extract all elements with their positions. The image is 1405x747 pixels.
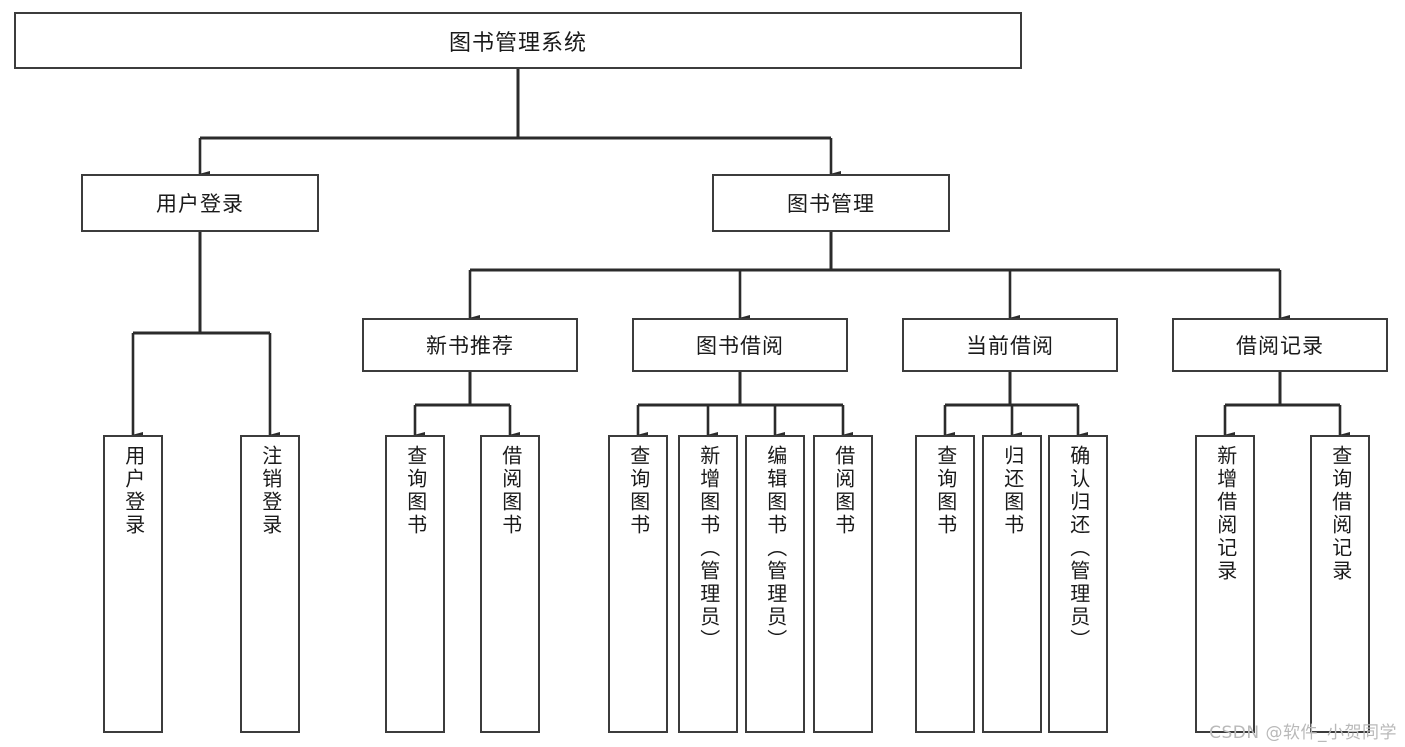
node-leaf-query-borrow-record-label: 查询借阅记录 — [1328, 445, 1353, 583]
node-book-manage[interactable]: 图书管理 — [712, 174, 950, 232]
node-book-borrow[interactable]: 图书借阅 — [632, 318, 848, 372]
node-leaf-confirm-return[interactable]: 确认归还（管理员） — [1048, 435, 1108, 733]
node-current-borrow[interactable]: 当前借阅 — [902, 318, 1118, 372]
node-root-system-label: 图书管理系统 — [448, 30, 587, 56]
node-leaf-query-book-2[interactable]: 查询图书 — [608, 435, 668, 733]
node-book-borrow-label: 图书借阅 — [696, 334, 784, 358]
node-leaf-add-book[interactable]: 新增图书（管理员） — [678, 435, 738, 733]
node-leaf-logout-login-label: 注销登录 — [258, 445, 283, 537]
node-leaf-add-borrow-record-label: 新增借阅记录 — [1213, 445, 1238, 583]
node-leaf-user-login-label: 用户登录 — [121, 445, 146, 537]
node-leaf-confirm-return-label: 确认归还（管理员） — [1066, 445, 1091, 652]
node-leaf-return-book-label: 归还图书 — [1000, 445, 1025, 537]
node-root-system[interactable]: 图书管理系统 — [14, 12, 1022, 69]
node-user-login[interactable]: 用户登录 — [81, 174, 319, 232]
node-leaf-add-book-label: 新增图书（管理员） — [696, 445, 721, 652]
node-leaf-query-book-1-label: 查询图书 — [403, 445, 428, 537]
node-leaf-query-book-1[interactable]: 查询图书 — [385, 435, 445, 733]
node-leaf-borrow-book-1[interactable]: 借阅图书 — [480, 435, 540, 733]
node-book-manage-label: 图书管理 — [787, 192, 875, 216]
node-leaf-return-book[interactable]: 归还图书 — [982, 435, 1042, 733]
node-leaf-edit-book-label: 编辑图书（管理员） — [763, 445, 788, 652]
node-new-book-recommend-label: 新书推荐 — [426, 334, 514, 358]
csdn-watermark: CSDN @软件_小贺同学 — [1209, 723, 1397, 743]
node-leaf-borrow-book-2-label: 借阅图书 — [831, 445, 856, 537]
node-leaf-add-borrow-record[interactable]: 新增借阅记录 — [1195, 435, 1255, 733]
node-leaf-query-borrow-record[interactable]: 查询借阅记录 — [1310, 435, 1370, 733]
node-leaf-edit-book[interactable]: 编辑图书（管理员） — [745, 435, 805, 733]
node-leaf-borrow-book-2[interactable]: 借阅图书 — [813, 435, 873, 733]
node-borrow-record[interactable]: 借阅记录 — [1172, 318, 1388, 372]
node-current-borrow-label: 当前借阅 — [966, 334, 1054, 358]
node-leaf-query-book-3[interactable]: 查询图书 — [915, 435, 975, 733]
node-leaf-query-book-2-label: 查询图书 — [626, 445, 651, 537]
node-borrow-record-label: 借阅记录 — [1236, 334, 1324, 358]
node-leaf-user-login[interactable]: 用户登录 — [103, 435, 163, 733]
node-leaf-borrow-book-1-label: 借阅图书 — [498, 445, 523, 537]
node-new-book-recommend[interactable]: 新书推荐 — [362, 318, 578, 372]
node-leaf-logout-login[interactable]: 注销登录 — [240, 435, 300, 733]
node-user-login-label: 用户登录 — [156, 192, 244, 216]
node-leaf-query-book-3-label: 查询图书 — [933, 445, 958, 537]
